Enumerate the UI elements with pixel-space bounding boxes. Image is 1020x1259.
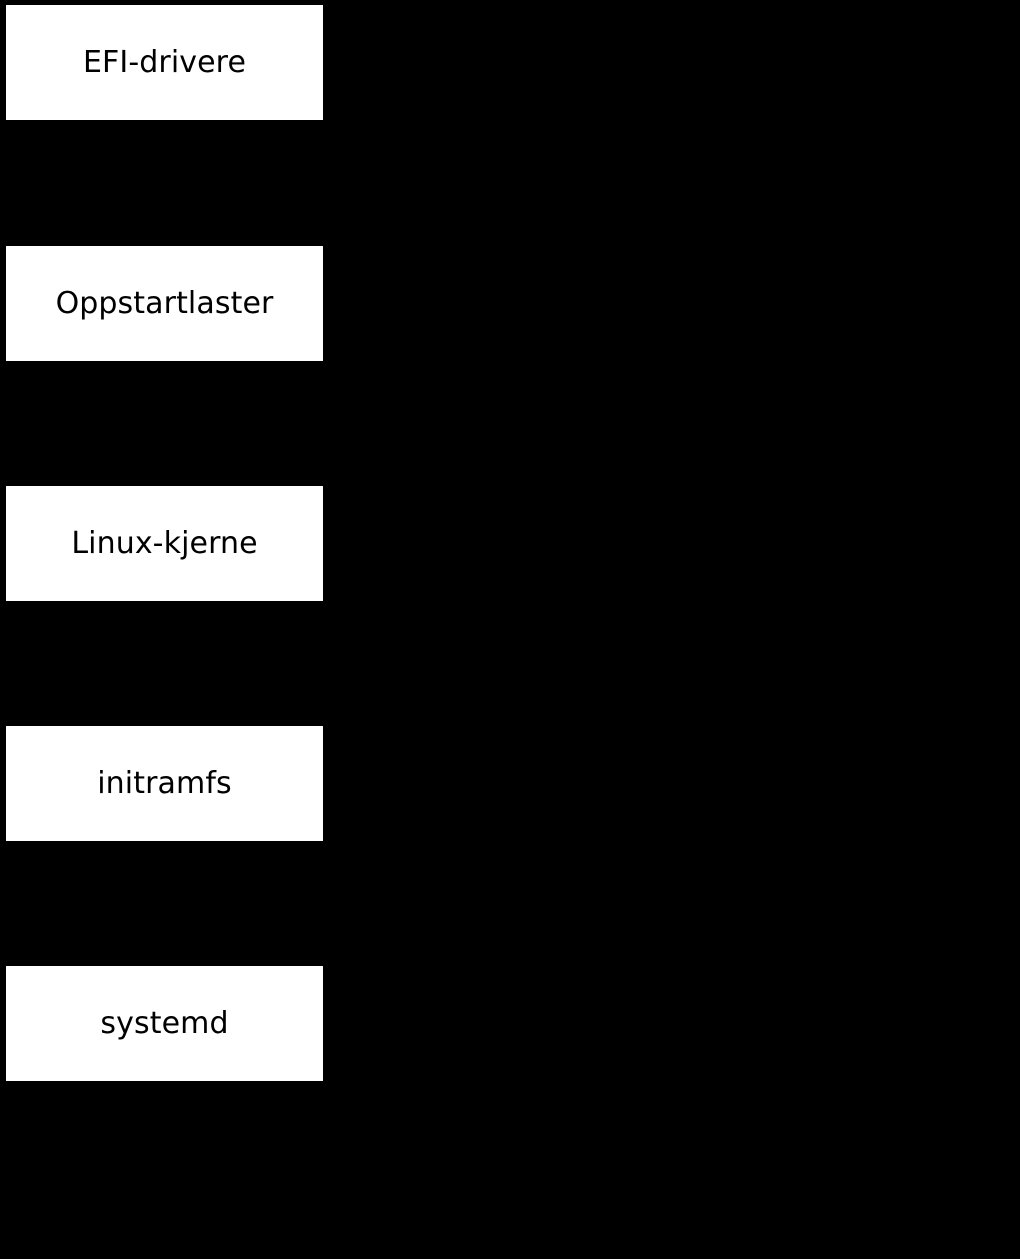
stage-box-initramfs[interactable]: initramfs xyxy=(6,726,323,841)
stage-label-efi-drivere: EFI-drivere xyxy=(82,44,247,80)
stage-label-initramfs: initramfs xyxy=(97,765,232,801)
stage-box-efi-drivere[interactable]: EFI-drivere xyxy=(6,5,323,120)
stage-label-oppstartlaster: Oppstartlaster xyxy=(55,285,274,321)
stage-box-systemd[interactable]: systemd xyxy=(6,966,323,1081)
stage-label-linux-kjerne: Linux-kjerne xyxy=(71,525,258,561)
stage-label-systemd: systemd xyxy=(100,1005,229,1041)
stage-box-linux-kjerne[interactable]: Linux-kjerne xyxy=(6,486,323,601)
stage-box-oppstartlaster[interactable]: Oppstartlaster xyxy=(6,246,323,361)
